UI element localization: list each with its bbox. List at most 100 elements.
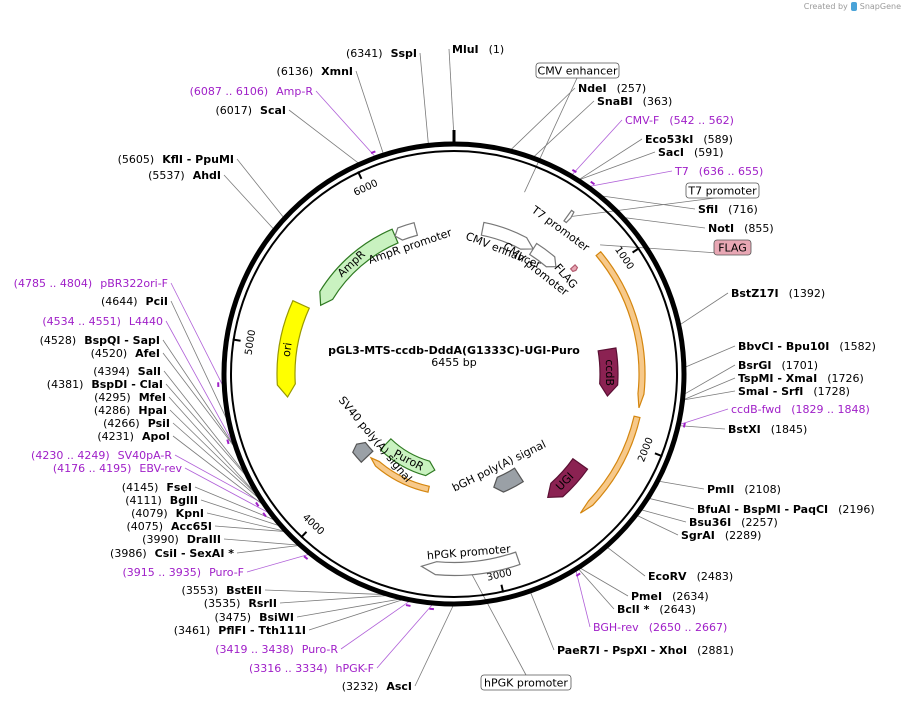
site-name: EBV-rev xyxy=(139,462,182,475)
leader-line xyxy=(680,425,726,430)
leader-line xyxy=(637,515,679,536)
site-name: BspDI - ClaI xyxy=(91,378,163,391)
site-label: BclI *(2643) xyxy=(617,603,696,616)
site-position: (4230 .. 4249) xyxy=(31,449,110,462)
site-label: CMV-F(542 .. 562) xyxy=(625,114,734,127)
site-name: hPGK-F xyxy=(336,662,374,675)
site-position: (1829 .. 1848) xyxy=(791,403,870,416)
leader-line xyxy=(236,158,284,218)
site-position: (4785 .. 4804) xyxy=(14,277,93,290)
feature-puror xyxy=(379,438,436,477)
feature-cmv-promoter xyxy=(528,242,557,268)
leader-line xyxy=(200,499,279,526)
leader-line xyxy=(172,435,262,505)
site-position: (636 .. 655) xyxy=(699,165,764,178)
site-position: (363) xyxy=(643,95,673,108)
site-position: (4079) xyxy=(131,507,168,520)
site-name: Eco53kI xyxy=(645,133,693,146)
feature-mts-ccdb xyxy=(595,250,646,409)
feature-box-label: T7 promoter xyxy=(687,185,757,198)
site-position: (4145) xyxy=(122,481,159,494)
site-name: NdeI xyxy=(578,82,607,95)
leader-line xyxy=(607,547,646,577)
leader-line xyxy=(165,320,233,441)
site-label: SfiI(716) xyxy=(698,203,758,216)
site-position: (542 .. 562) xyxy=(669,114,734,127)
site-position: (4176 .. 4195) xyxy=(53,462,132,475)
site-name: ccdB-fwd xyxy=(731,403,781,416)
leader-line xyxy=(468,568,527,676)
site-position: (4231) xyxy=(97,430,134,443)
leader-line xyxy=(602,195,696,210)
site-position: (4534 .. 4551) xyxy=(42,315,121,328)
primer-arrow xyxy=(590,180,596,186)
leader-line xyxy=(572,119,623,175)
site-position: (589) xyxy=(703,133,733,146)
site-label: (3232)AscI xyxy=(342,680,412,693)
site-position: (2650 .. 2667) xyxy=(649,621,728,634)
site-name: PaeR7I - PspXI - XhoI xyxy=(557,644,687,657)
leader-line xyxy=(524,76,578,193)
site-position: (4644) xyxy=(101,295,138,308)
site-name: BsiWI xyxy=(259,611,294,624)
site-name: BspQI - SapI xyxy=(84,334,160,347)
site-name: Amp-R xyxy=(276,85,313,98)
site-position: (2483) xyxy=(697,570,734,583)
leader-line xyxy=(590,170,673,187)
tick-label: 6000 xyxy=(352,178,380,199)
leader-line xyxy=(534,100,595,157)
site-label: (4528)BspQI - SapI xyxy=(40,334,160,347)
site-name: PmeI xyxy=(631,590,662,603)
site-label: BstZ17I(1392) xyxy=(731,287,825,300)
site-label: TspMI - XmaI(1726) xyxy=(738,372,864,385)
site-label: PaeR7I - PspXI - XhoI(2881) xyxy=(557,644,734,657)
leader-line xyxy=(414,605,454,687)
leader-line xyxy=(579,138,643,180)
tick-mark xyxy=(232,338,241,342)
site-name: BglII xyxy=(170,494,198,507)
site-name: SV40pA-R xyxy=(118,449,173,462)
site-name: ScaI xyxy=(260,104,286,117)
leader-line xyxy=(580,151,656,180)
primer-arrow xyxy=(255,501,260,507)
leader-line xyxy=(511,87,576,150)
primer-arrow xyxy=(370,150,376,154)
site-label: (4079)KpnI xyxy=(131,507,204,520)
site-position: (1582) xyxy=(839,340,876,353)
site-name: SfiI xyxy=(698,203,718,216)
site-position: (1726) xyxy=(827,372,864,385)
site-name: Puro-F xyxy=(209,566,244,579)
plasmid-name: pGL3-MTS-ccdb-DddA(G1333C)-UGI-Puro xyxy=(328,344,580,357)
site-position: (4266) xyxy=(103,417,140,430)
site-name: Bsu36I xyxy=(689,516,731,529)
site-name: MluI xyxy=(452,43,479,56)
feature-box-label: hPGK promoter xyxy=(484,677,568,690)
primer-arrow xyxy=(226,439,230,445)
primer-arrow xyxy=(575,572,581,577)
site-name: PciI xyxy=(146,295,168,308)
site-position: (591) xyxy=(694,146,724,159)
feature-ampr xyxy=(319,228,399,307)
leader-line xyxy=(279,595,386,604)
site-position: (5605) xyxy=(118,153,155,166)
leader-line xyxy=(162,339,234,444)
leader-line xyxy=(575,571,591,628)
site-name: BbvCI - Bpu10I xyxy=(738,340,829,353)
site-label: (4075)Acc65I xyxy=(126,520,212,533)
feature-box-label: FLAG xyxy=(718,242,747,255)
leader-line xyxy=(530,592,555,651)
feature-ddda xyxy=(579,415,641,514)
tick-mark xyxy=(357,171,363,180)
leader-line xyxy=(659,480,705,490)
feature-ampr-promoter xyxy=(394,221,419,241)
site-label: Eco53kI (589) xyxy=(645,133,733,146)
site-label: (4111)BglII xyxy=(125,494,198,507)
site-name: T7 xyxy=(674,165,689,178)
feature-box xyxy=(480,674,572,691)
site-label: PmeI(2634) xyxy=(631,590,709,603)
feature-ccdb xyxy=(597,347,619,397)
feature-t7-promoter xyxy=(563,209,575,224)
site-name: PflFI - Tth111I xyxy=(218,624,306,637)
site-position: (4286) xyxy=(94,404,131,417)
site-label: (4286)HpaI xyxy=(94,404,167,417)
